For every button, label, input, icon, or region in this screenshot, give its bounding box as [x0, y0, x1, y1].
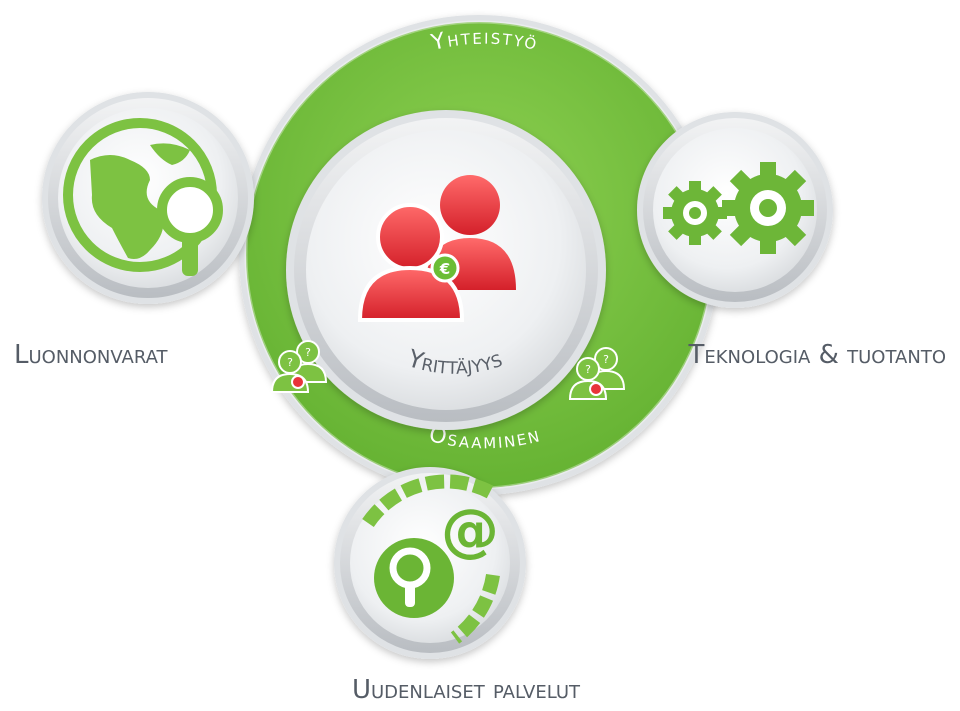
label-luonnonvarat: Luonnonvarat: [14, 340, 169, 370]
at-magnifier-icon: @: [362, 474, 500, 644]
left-satellite: [42, 92, 254, 304]
svg-text:?: ?: [287, 356, 293, 369]
question-people-icon-right: ? ?: [568, 347, 626, 400]
label-teknologia: Teknologia & tuotanto: [688, 340, 947, 370]
globe-magnifier-icon: [63, 118, 223, 276]
right-satellite: [637, 112, 833, 308]
people-euro-icon: €: [357, 175, 516, 322]
svg-text:?: ?: [603, 353, 609, 366]
gears-icon: [663, 162, 814, 254]
bottom-satellite: @: [334, 467, 526, 659]
label-uudenlaiset: Uudenlaiset palvelut: [352, 675, 581, 705]
svg-text:?: ?: [305, 346, 311, 359]
svg-text:?: ?: [585, 363, 591, 376]
at-symbol: @: [441, 496, 499, 564]
question-people-icon-left: ? ?: [270, 340, 328, 393]
euro-symbol: €: [439, 260, 450, 278]
